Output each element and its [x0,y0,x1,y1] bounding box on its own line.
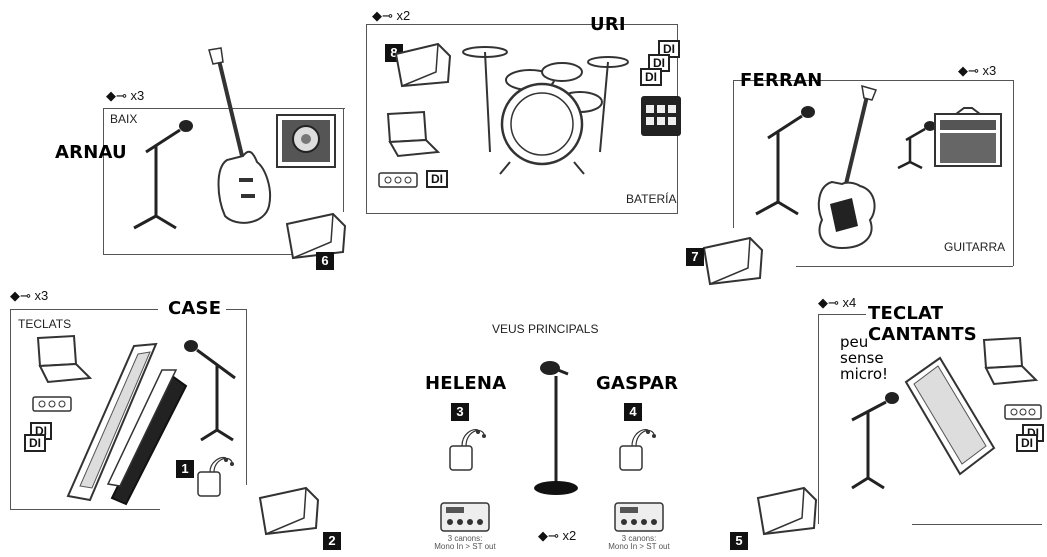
guitar-amp-icon [934,107,1002,167]
vocal-processor-icon [614,502,664,532]
bass-power: ◆⊸ x3 [106,88,145,103]
bass-label: BAIX [110,112,138,126]
monitor-number-3: 3 [451,403,469,421]
monitor-number-5: 5 [730,532,748,550]
floor-monitor-2 [258,486,320,536]
drums-player-name: URI [590,14,626,35]
di-box: DI [1016,434,1038,452]
note-line: sense [840,349,884,367]
di-box: DI [658,40,680,58]
floor-monitor-8 [394,42,452,88]
mic-stand-icon [755,106,815,216]
drum-pad-icon [641,96,681,136]
drum-kit-icon [462,46,629,175]
vocals-right-singer: GASPAR [596,373,679,394]
di-box: DI [426,170,448,188]
floor-monitor-6 [285,212,347,260]
keyboard-icon [904,356,996,476]
vocals-power: ◆⊸ x2 [538,528,577,543]
caption-line: 3 canons: [621,534,657,543]
plug-icon: ◆⊸ [10,288,31,303]
floor-monitor-7 [702,236,764,286]
keys-player-name: CASE [168,298,222,319]
mic-stand-icon [184,340,236,442]
keys-singers-power: ◆⊸ x4 [818,295,857,310]
laptop-icon [386,110,441,158]
mic-stand-icon [851,392,899,490]
plug-icon: ◆⊸ [372,8,393,23]
vocals-label: VEUS PRINCIPALS [492,322,599,336]
monitor-number-2: 2 [323,532,341,550]
caption-line: Mono In > ST out [434,542,496,551]
keys-power: ◆⊸ x3 [10,288,49,303]
note-line: peu [840,333,869,351]
note-line: micro! [840,365,889,383]
keys-label: TECLATS [18,317,72,331]
di-box-stack: DI DI DI [640,40,684,86]
monitor-number-6: 6 [316,252,334,270]
in-ear-monitor-icon [197,457,234,497]
left-processor-caption: 3 canons: Mono In > ST out [430,535,500,551]
caption-line: Mono In > ST out [608,542,670,551]
vocals-left-singer: HELENA [425,373,507,394]
bass-player-name: ARNAU [55,142,127,163]
mic-stand-icon [534,361,578,495]
keyboard-icon [66,342,188,506]
plug-icon: ◆⊸ [106,88,127,103]
floor-monitor-5 [756,486,818,536]
bass-guitar-icon [208,47,271,224]
electric-guitar-icon [817,84,878,250]
in-ear-monitor-icon [619,429,656,471]
vocal-processor-icon [440,502,490,532]
plug-icon: ◆⊸ [538,528,559,543]
plug-icon: ◆⊸ [958,63,979,78]
mic-stand-icon [133,120,193,230]
drums-power: ◆⊸ x2 [372,8,411,23]
bass-amp-icon [276,114,336,168]
monitor-number-7: 7 [686,248,704,266]
plug-icon: ◆⊸ [818,295,839,310]
drums-label: BATERÍA [626,192,677,206]
monitor-number-4: 4 [624,403,642,421]
monitor-number-1: 1 [176,460,194,478]
guitar-label: GUITARRA [944,240,1006,254]
right-processor-caption: 3 canons: Mono In > ST out [604,535,674,551]
in-ear-monitor-icon [449,429,486,471]
di-box: DI [640,68,662,86]
keys-singers-note: peu sense micro! [840,334,888,382]
keys-singers-player-name: TECLAT CANTANTS [868,303,977,345]
audio-interface-icon [32,396,72,412]
audio-interface-icon [378,172,418,188]
guitar-player-name: FERRAN [740,70,823,91]
laptop-icon [982,336,1039,386]
mic-stand-icon [897,121,936,170]
audio-interface-icon [1004,404,1042,420]
di-box: DI [24,434,46,452]
laptop-icon [36,334,93,384]
guitar-power: ◆⊸ x3 [958,63,997,78]
caption-line: 3 canons: [447,534,483,543]
